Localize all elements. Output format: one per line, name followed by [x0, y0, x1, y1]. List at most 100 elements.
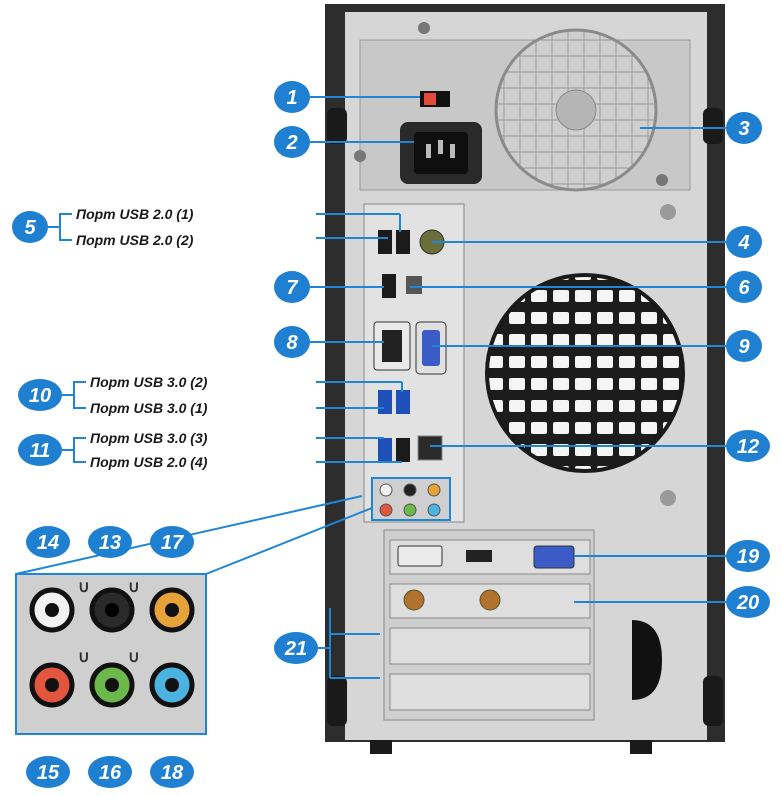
- svg-text:16: 16: [99, 762, 122, 784]
- audio-jack-hole: [165, 603, 179, 617]
- headphone-glyph-icon: ∪: [128, 579, 140, 596]
- psu-screw: [354, 150, 366, 162]
- label-usb20-2: Порт USB 2.0 (2): [76, 232, 194, 248]
- optical-spdif-port[interactable]: [406, 276, 422, 294]
- callout-10: 10: [18, 379, 62, 411]
- label-usb30-1: Порт USB 3.0 (1): [90, 400, 208, 416]
- audio-jack-hole: [165, 678, 179, 692]
- gpu-dvi-port[interactable]: [397, 545, 443, 567]
- audio-jack-hole: [105, 678, 119, 692]
- padlock-loop: [632, 620, 662, 700]
- headphone-glyph-icon: ∪: [128, 649, 140, 666]
- slot-cover: [389, 627, 591, 665]
- svg-text:19: 19: [737, 546, 760, 568]
- case-hinge-right-top: [703, 108, 723, 144]
- svg-text:2: 2: [285, 132, 297, 154]
- callout-9: 9: [726, 330, 762, 362]
- psu-screw: [418, 22, 430, 34]
- usb-port[interactable]: [396, 438, 410, 462]
- bracket-10: [73, 381, 86, 409]
- usb3-port[interactable]: [378, 390, 392, 414]
- svg-text:12: 12: [737, 436, 759, 458]
- case-hinge-right-bottom: [703, 676, 723, 726]
- svg-text:10: 10: [29, 385, 51, 407]
- svg-text:20: 20: [736, 592, 759, 614]
- zoom-line: [205, 507, 373, 575]
- svg-text:11: 11: [30, 440, 51, 462]
- gpu-vga-port[interactable]: [533, 545, 575, 569]
- callout-18: 18: [150, 756, 194, 788]
- audio-jack-mini: [379, 503, 393, 517]
- svg-text:4: 4: [737, 232, 749, 254]
- svg-text:3: 3: [738, 118, 749, 140]
- headphone-glyph-icon: ∪: [78, 649, 90, 666]
- case-hinge-left-top: [327, 108, 347, 144]
- label-usb30-2: Порт USB 3.0 (2): [90, 374, 208, 390]
- usb3-port[interactable]: [396, 390, 410, 414]
- power-pin: [426, 144, 431, 158]
- callout-4: 4: [726, 226, 762, 258]
- audio-jack-mini: [379, 483, 393, 497]
- case-hinge-left-bottom: [327, 676, 347, 726]
- headphone-glyph-icon: ∪: [78, 579, 90, 596]
- audio-jack-hole: [45, 678, 59, 692]
- lan-port[interactable]: [417, 435, 443, 461]
- callout-21: 21: [274, 632, 318, 664]
- power-pin: [438, 140, 443, 154]
- bracket-11: [73, 437, 86, 463]
- callout-19: 19: [726, 540, 770, 572]
- svg-text:21: 21: [284, 638, 307, 660]
- usb-port[interactable]: [396, 230, 410, 254]
- svg-text:14: 14: [37, 532, 59, 554]
- psu-screw: [656, 174, 668, 186]
- audio-jack-mini: [427, 483, 441, 497]
- callout-5: 5: [12, 211, 48, 243]
- svg-text:8: 8: [286, 332, 298, 354]
- callout-2: 2: [274, 126, 310, 158]
- audio-jack-mini: [403, 483, 417, 497]
- svg-text:7: 7: [286, 277, 298, 299]
- svg-text:13: 13: [99, 532, 121, 554]
- callout-badges: 1 2 3 4 5 6 7 8: [12, 81, 770, 788]
- callout-11: 11: [18, 434, 62, 466]
- callout-13: 13: [88, 526, 132, 558]
- bracket-5: [59, 213, 72, 241]
- antenna-connector[interactable]: [479, 589, 501, 611]
- audio-zoom-panel: ∪ ∪ ∪ ∪: [15, 495, 373, 735]
- svg-text:5: 5: [24, 217, 36, 239]
- svg-text:9: 9: [738, 336, 750, 358]
- svg-text:18: 18: [161, 762, 184, 784]
- callout-8: 8: [274, 326, 310, 358]
- rear-exhaust-grille: [485, 273, 685, 473]
- case-screw: [660, 490, 676, 506]
- callout-7: 7: [274, 271, 310, 303]
- case-foot-right: [630, 740, 652, 754]
- gpu-hdmi-port[interactable]: [466, 550, 492, 562]
- svg-text:17: 17: [161, 532, 184, 554]
- audio-jack-mini: [403, 503, 417, 517]
- label-usb20-4: Порт USB 2.0 (4): [90, 454, 208, 470]
- callout-17: 17: [150, 526, 194, 558]
- vga-port[interactable]: [422, 330, 440, 366]
- dvi-port-pins: [382, 330, 402, 362]
- psu-fan-hub: [555, 89, 597, 131]
- usb3-port[interactable]: [378, 438, 392, 462]
- case-screw: [660, 204, 676, 220]
- antenna-connector[interactable]: [403, 589, 425, 611]
- case-foot-left: [370, 740, 392, 754]
- callout-1: 1: [274, 81, 310, 113]
- audio-jack-hole: [105, 603, 119, 617]
- svg-text:1: 1: [286, 87, 297, 109]
- slot-cover: [389, 673, 591, 711]
- callout-3: 3: [726, 112, 762, 144]
- callout-6: 6: [726, 271, 762, 303]
- callout-20: 20: [726, 586, 770, 618]
- callout-14: 14: [26, 526, 70, 558]
- usb-port[interactable]: [382, 274, 396, 298]
- label-usb30-3: Порт USB 3.0 (3): [90, 430, 208, 446]
- usb-port[interactable]: [378, 230, 392, 254]
- callout-15: 15: [26, 756, 70, 788]
- audio-jack-hole: [45, 603, 59, 617]
- power-pin: [450, 144, 455, 158]
- leader-lines: [48, 96, 726, 679]
